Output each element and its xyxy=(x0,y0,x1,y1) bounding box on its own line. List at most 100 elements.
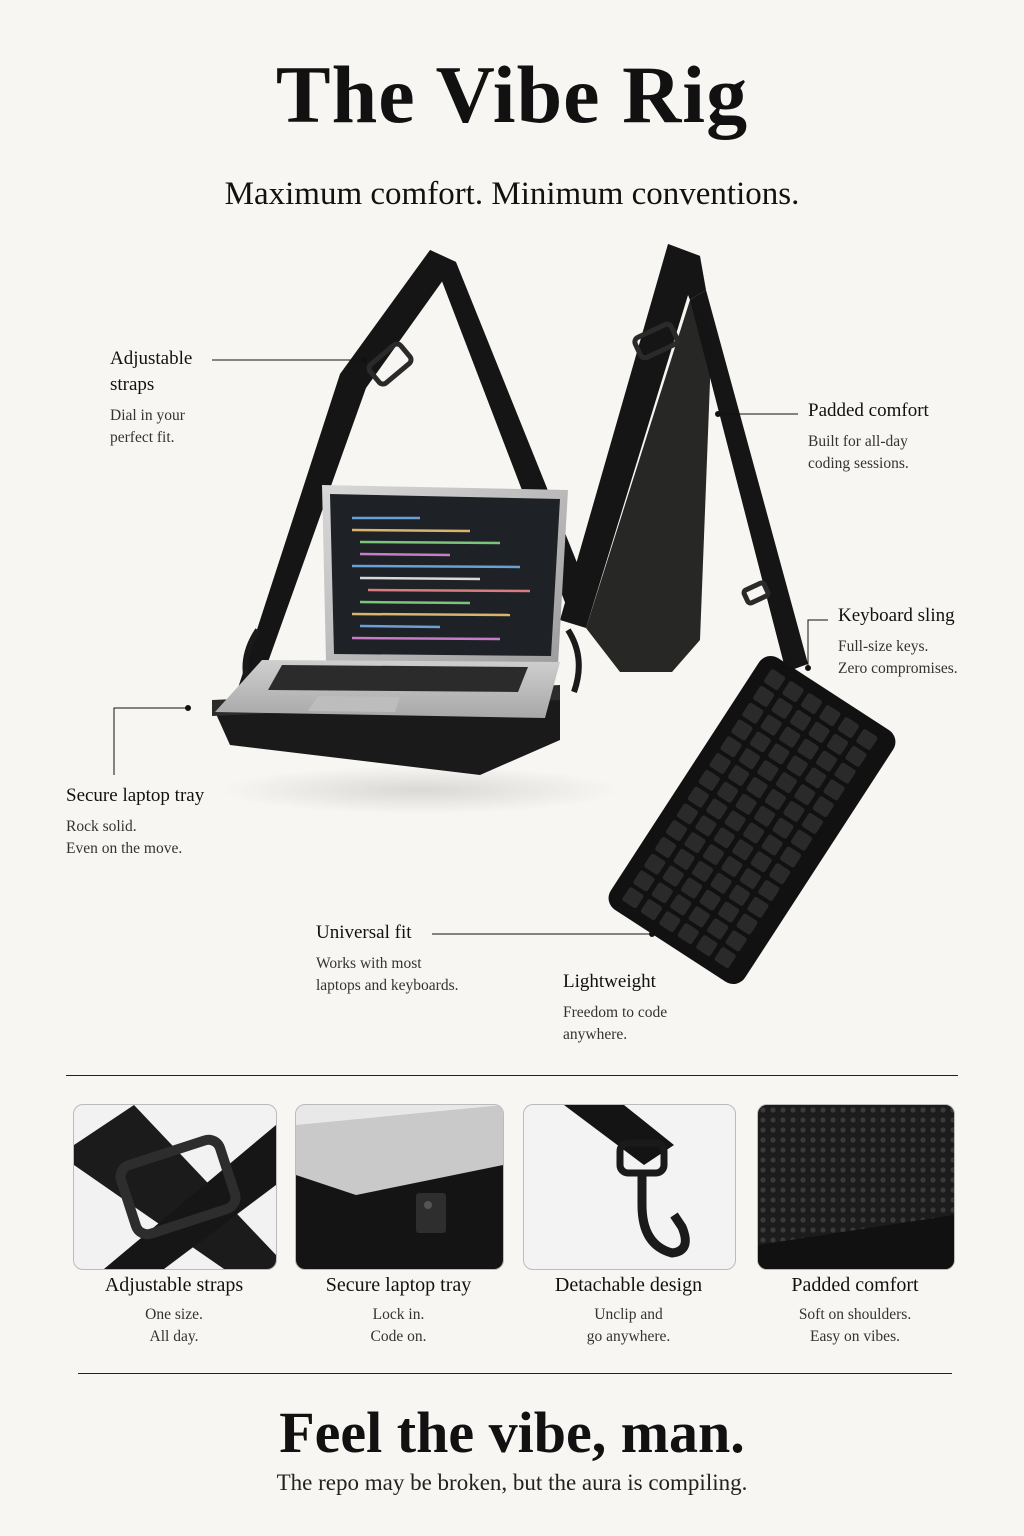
callout-secure-tray: Secure laptop tray Rock solid. Even on t… xyxy=(66,783,204,860)
callout-desc-line: Freedom to code xyxy=(563,1004,668,1021)
keyboard-key xyxy=(790,829,813,851)
keyboard-key xyxy=(812,796,834,818)
callout-title: straps xyxy=(110,374,155,395)
callout-desc-line: anywhere. xyxy=(563,1026,628,1043)
section-divider xyxy=(78,1373,952,1374)
keyboard-key xyxy=(805,767,827,789)
callout-title: Adjustable xyxy=(110,348,193,369)
keyboard-key xyxy=(754,805,776,827)
keyboard-key xyxy=(725,930,747,952)
feature-desc: One size. All day. xyxy=(73,1304,275,1348)
keyboard-key xyxy=(786,755,808,777)
keyboard-key xyxy=(687,786,709,808)
keyboard-key xyxy=(856,729,878,750)
callout-desc-line: Built for all-day xyxy=(808,433,908,450)
keyboard-key xyxy=(783,801,805,822)
callout-desc: Full-size keys. Zero compromises. xyxy=(838,636,958,680)
feature-desc-line: Code on. xyxy=(370,1328,427,1345)
callout-title: Lightweight xyxy=(563,971,656,992)
keyboard-key xyxy=(738,748,760,770)
keyboard-key xyxy=(743,822,765,844)
feature-desc-line: Unclip and xyxy=(594,1306,663,1323)
keyboard-key xyxy=(819,705,841,726)
keyboard-key xyxy=(688,906,710,928)
keyboard-key xyxy=(764,669,786,691)
callout-padded-comfort: Padded comfort Built for all-day coding … xyxy=(808,398,929,475)
callout-title: Keyboard sling xyxy=(838,605,955,626)
mesh-padding-image xyxy=(757,1104,955,1270)
keyboard-key xyxy=(790,710,812,731)
feature-title: Padded comfort xyxy=(791,1274,919,1296)
keyboard-key xyxy=(750,851,772,873)
callout-desc-line: Zero compromises. xyxy=(838,660,958,677)
keyboard-key xyxy=(714,947,736,969)
keyboard-key xyxy=(779,726,801,748)
callout-title: Universal fit xyxy=(316,922,412,943)
callout-desc-line: laptops and keyboards. xyxy=(316,977,459,994)
keyboard-key xyxy=(673,848,695,870)
callout-adjustable-straps: Adjustable straps Dial in your perfect f… xyxy=(110,346,192,449)
keyboard-key xyxy=(753,686,775,707)
callout-desc-line: Even on the move. xyxy=(66,840,183,857)
feature-desc-line: Soft on shoulders. xyxy=(798,1306,912,1323)
keyboard-key xyxy=(666,820,688,841)
keyboard-key xyxy=(761,834,783,856)
keyboard xyxy=(608,655,896,985)
callout-desc: Rock solid. Even on the move. xyxy=(66,816,204,860)
tagline-subtitle: The repo may be broken, but the aura is … xyxy=(276,1470,748,1495)
keyboard-key xyxy=(720,736,742,758)
feature-desc-line: One size. xyxy=(145,1306,203,1323)
keyboard-key xyxy=(826,733,849,755)
strap-buckles xyxy=(366,321,771,606)
keyboard-key xyxy=(797,738,819,760)
keyboard-key xyxy=(794,784,816,806)
keyboard-key xyxy=(710,872,732,894)
keyboard-key xyxy=(728,884,750,906)
keyboard-key xyxy=(816,750,838,772)
keyboard-key xyxy=(696,935,718,957)
keyboard-key xyxy=(655,837,677,858)
keyboard-key xyxy=(782,681,804,703)
keyboard-key xyxy=(735,793,757,815)
keyboard-key xyxy=(757,760,779,782)
clip-hook-image xyxy=(523,1104,736,1270)
callout-universal-fit: Universal fit Works with most laptops an… xyxy=(316,920,458,997)
keyboard-key xyxy=(659,911,681,933)
keyboard-key xyxy=(718,901,740,923)
keyboard-key xyxy=(736,913,758,935)
keyboard-key xyxy=(622,887,644,909)
feature-desc: Lock in. Code on. xyxy=(295,1304,502,1348)
section-divider xyxy=(66,1075,958,1076)
strap-buckle-image xyxy=(73,1104,277,1270)
keyboard-key xyxy=(681,877,703,899)
keyboard-key xyxy=(834,762,856,784)
feature-desc: Unclip and go anywhere. xyxy=(515,1304,742,1348)
keyboard-key xyxy=(695,815,717,837)
keyboard-key xyxy=(640,899,662,921)
feature-desc-line: All day. xyxy=(149,1328,199,1345)
feature-title: Adjustable straps xyxy=(104,1274,244,1296)
callout-desc-line: perfect fit. xyxy=(110,429,175,446)
callout-keyboard-sling: Keyboard sling Full-size keys. Zero comp… xyxy=(838,603,958,680)
keyboard-key xyxy=(808,721,830,743)
keyboard-key xyxy=(742,702,764,724)
callout-desc-line: Works with most xyxy=(316,955,422,972)
keyboard-key xyxy=(823,779,845,801)
keyboard-key xyxy=(746,777,768,798)
code-lines xyxy=(351,516,531,641)
callout-desc-line: Dial in your xyxy=(110,407,185,424)
keyboard-key xyxy=(698,769,720,791)
keyboard-key xyxy=(633,870,655,892)
keyboard-key xyxy=(707,918,729,940)
feature-desc-line: Easy on vibes. xyxy=(810,1328,900,1345)
keyboard-key xyxy=(780,846,802,868)
callout-lightweight: Lightweight Freedom to code anywhere. xyxy=(563,969,667,1046)
keyboard-key xyxy=(732,839,754,861)
laptop-tray-image xyxy=(295,1104,504,1270)
keyboard-key xyxy=(702,844,724,865)
tagline: Feel the vibe, man. xyxy=(279,1400,745,1465)
keyboard-key xyxy=(771,698,793,719)
keyboard-key xyxy=(739,868,761,889)
keyboard-key xyxy=(760,714,782,736)
keyboard-key xyxy=(670,894,692,916)
